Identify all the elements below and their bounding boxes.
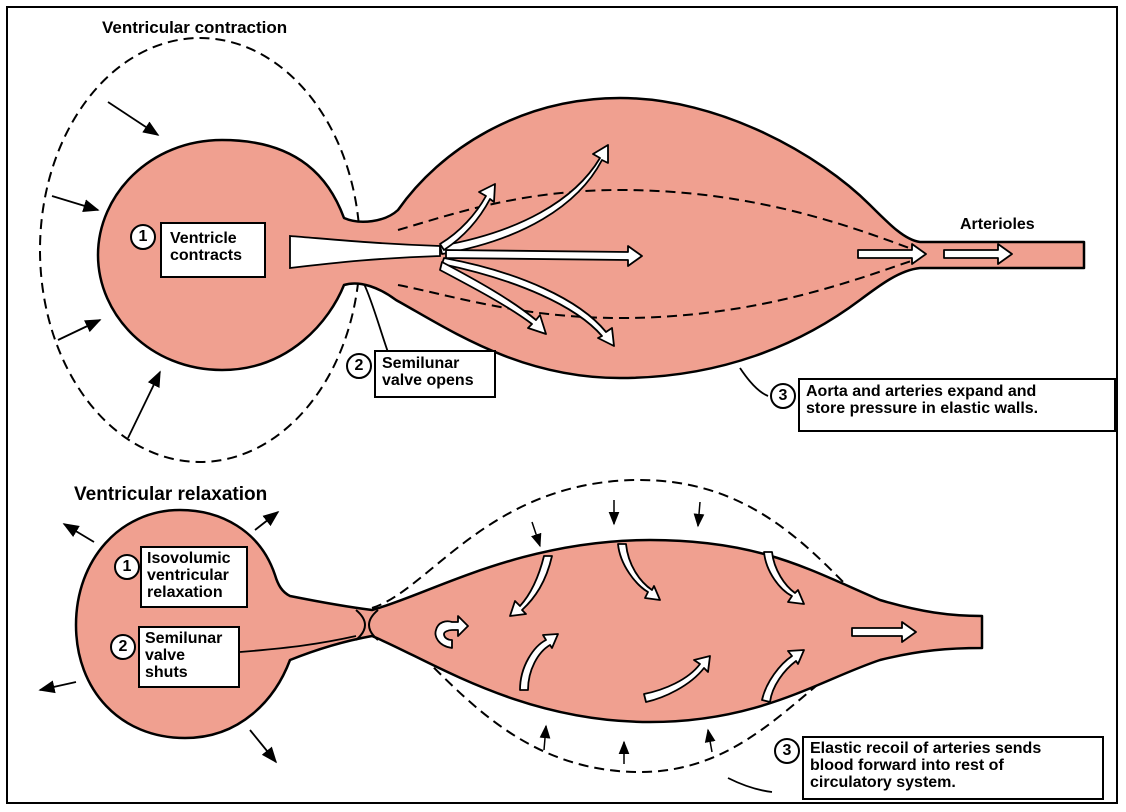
step-3-label-bottom: Elastic recoil of arteries sends blood f… xyxy=(802,736,1104,800)
step-2-bottom-line-1: Semilunar xyxy=(145,630,233,647)
step-3-top-line-2: store pressure in elastic walls. xyxy=(806,400,1108,417)
step-3-bottom-line-2: blood forward into rest of xyxy=(810,757,1096,774)
step-2-bottom-line-2: valve xyxy=(145,647,233,664)
step-3-marker-bottom: 3 xyxy=(774,738,800,764)
step-2-marker-bottom: 2 xyxy=(110,634,136,660)
step-1-bottom-line-1: Isovolumic xyxy=(147,550,241,567)
step-2-label-top: Semilunar valve opens xyxy=(374,350,496,398)
bottom-panel-title: Ventricular relaxation xyxy=(74,484,267,506)
step-1-bottom-line-2: ventricular xyxy=(147,567,241,584)
step-3-bottom-line-1: Elastic recoil of arteries sends xyxy=(810,740,1096,757)
step-3-marker-top: 3 xyxy=(770,383,796,409)
step-1-label-bottom: Isovolumic ventricular relaxation xyxy=(140,546,248,608)
bottom-ventricle-aorta-shape xyxy=(76,510,982,738)
arterioles-label: Arterioles xyxy=(960,216,1035,233)
step-2-bottom-line-3: shuts xyxy=(145,664,233,681)
step-3-top-line-1: Aorta and arteries expand and xyxy=(806,383,1108,400)
step-3-bottom-line-3: circulatory system. xyxy=(810,774,1096,791)
step-2-top-line-2: valve opens xyxy=(382,372,488,389)
step-2-label-bottom: Semilunar valve shuts xyxy=(138,626,240,688)
step-2-top-line-1: Semilunar xyxy=(382,355,488,372)
step-1-label-top: Ventricle contracts xyxy=(160,222,266,278)
step-2-marker-top: 2 xyxy=(346,353,372,379)
step-1-bottom-line-3: relaxation xyxy=(147,584,241,601)
top-panel-title: Ventricular contraction xyxy=(102,18,287,38)
step-1-marker-top: 1 xyxy=(130,224,156,250)
step-1-marker-bottom: 1 xyxy=(114,554,140,580)
step-1-top-line-2: contracts xyxy=(170,247,256,264)
step-3-label-top: Aorta and arteries expand and store pres… xyxy=(798,378,1116,432)
step-1-top-line-1: Ventricle xyxy=(170,230,256,247)
